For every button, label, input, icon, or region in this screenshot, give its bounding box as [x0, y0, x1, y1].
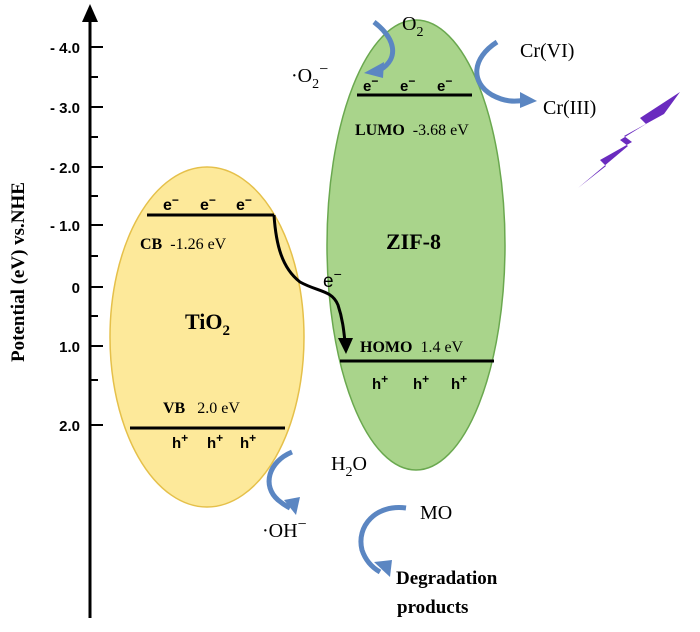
zif8-lumo-label: LUMO -3.68 eV	[355, 122, 469, 139]
o2-reduction-arrowhead	[364, 62, 384, 78]
cr-reduction-arrowhead	[520, 92, 537, 108]
electron: e−	[200, 193, 216, 214]
hole: h+	[451, 372, 467, 393]
electron-transfer-arrowhead	[338, 338, 353, 354]
hole: h+	[172, 431, 188, 452]
tio2-name: TiO2	[185, 309, 230, 339]
tick-label: - 3.0	[50, 100, 80, 117]
tick-label: 2.0	[59, 418, 80, 435]
y-axis-arrowhead	[82, 4, 98, 22]
electron: e−	[236, 193, 252, 214]
o2-label: O2	[402, 13, 423, 40]
hole: h+	[372, 372, 388, 393]
electron: e−	[163, 193, 179, 214]
tick-label: - 4.0	[50, 40, 80, 57]
cr6-label: Cr(VI)	[520, 40, 574, 62]
o2-reduction-arrow	[372, 20, 396, 73]
hydroxyl-label: ·OH−	[262, 516, 307, 542]
tick-label: - 1.0	[50, 218, 80, 235]
mo-degradation-arrowhead	[374, 560, 392, 577]
mo-degradation-arrow	[358, 505, 407, 575]
tio2-ellipse	[109, 166, 305, 508]
hole: h+	[207, 431, 223, 452]
electron: e−	[437, 74, 452, 95]
tick-label: 0	[72, 280, 80, 297]
electron: e−	[363, 74, 378, 95]
superoxide-label: ·O2−	[291, 61, 328, 92]
tick-label: - 2.0	[50, 160, 80, 177]
hole: h+	[240, 431, 256, 452]
h2o-label: H2O	[331, 453, 367, 480]
axis-title: Potential (eV) vs.NHE	[8, 182, 29, 362]
h2o-oxidation-arrowhead	[284, 497, 300, 515]
zif8-homo-label: HOMO 1.4 eV	[360, 339, 464, 356]
mo-label: MO	[420, 502, 452, 524]
products-label-line1: Degradation	[396, 568, 498, 589]
tick-label: 1.0	[59, 339, 80, 356]
hole: h+	[413, 372, 429, 393]
zif8-ellipse	[326, 19, 506, 471]
y-axis-ticks	[90, 46, 103, 426]
h2o-oxidation-arrow	[266, 449, 294, 511]
zif8-name: ZIF-8	[386, 229, 441, 254]
lightning-icon	[578, 92, 680, 188]
tio2-cb-label: CB -1.26 eV	[140, 236, 227, 253]
cr3-label: Cr(III)	[543, 97, 596, 119]
electron: e−	[400, 74, 415, 95]
electron-transfer-arrow	[272, 214, 347, 343]
tio2-vb-label: VB 2.0 eV	[163, 400, 240, 417]
cr-reduction-arrow	[474, 39, 526, 104]
products-label-line2: products	[397, 597, 468, 618]
transfer-electron-label: e−	[323, 266, 342, 292]
